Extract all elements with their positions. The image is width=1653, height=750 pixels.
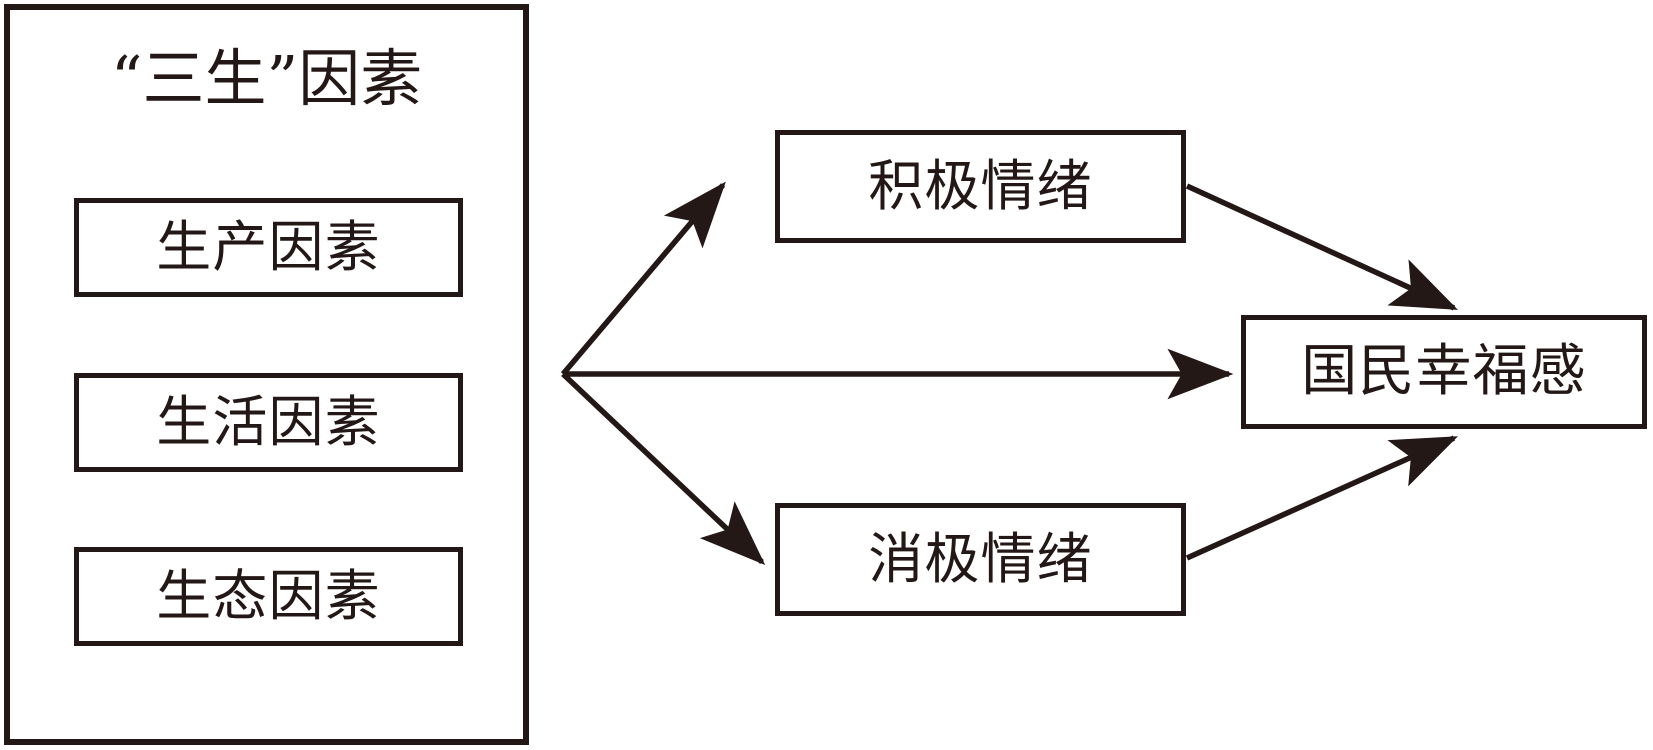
node-positive-emotion: 积极情绪 [775,130,1186,243]
edge-positive-to-happiness [1185,183,1459,311]
factor-label-ecology: 生态因素 [156,564,381,628]
node-national-happiness: 国民幸福感 [1241,315,1647,429]
edge-factors-to-positive [560,181,726,376]
edge-factors-to-negative [561,372,766,566]
factor-box-production: 生产因素 [74,198,463,297]
factor-label-production: 生产因素 [156,215,381,279]
three-life-factors-group: “三生”因素 [4,4,529,745]
group-title: “三生”因素 [110,42,423,115]
node-label-negative-emotion: 消极情绪 [868,527,1093,591]
factor-box-living: 生活因素 [74,373,463,472]
factor-box-ecology: 生态因素 [74,547,463,646]
node-negative-emotion: 消极情绪 [775,503,1186,616]
node-label-national-happiness: 国民幸福感 [1301,339,1587,404]
factor-label-living: 生活因素 [156,390,381,454]
edge-negative-to-happiness [1185,435,1459,561]
node-label-positive-emotion: 积极情绪 [868,154,1093,218]
